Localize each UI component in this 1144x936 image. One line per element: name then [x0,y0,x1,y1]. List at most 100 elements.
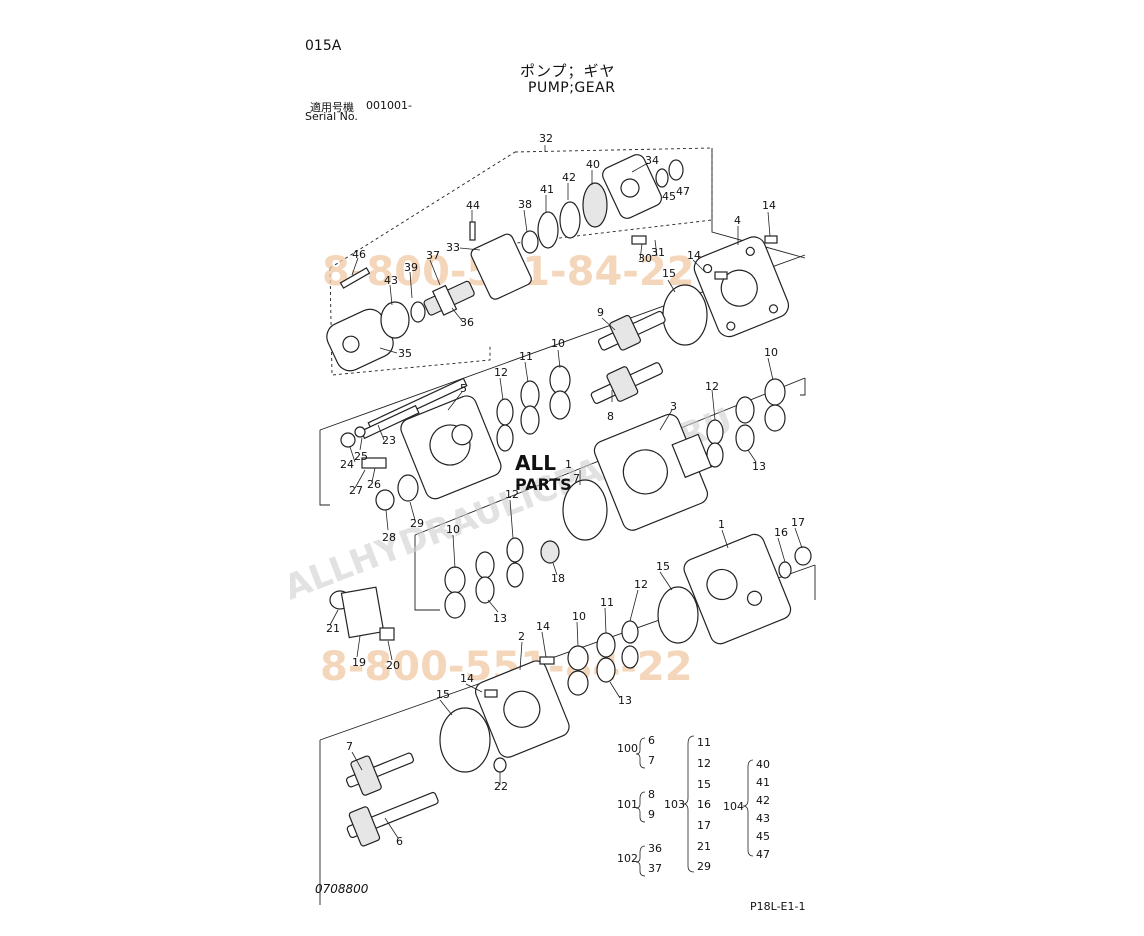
group-104-id: 104 [723,800,744,813]
bottom-assembly-parts [345,620,639,847]
group-104-item: 47 [756,848,770,861]
callout-20: 20 [386,659,400,672]
callout-6: 6 [396,835,403,848]
callout-7-lower: 7 [346,740,353,753]
callout-33: 33 [446,241,460,254]
watermark-logo-bottom: PARTS [515,475,572,494]
callout-25: 25 [354,450,368,463]
rear-cover-part [662,235,790,346]
callout-41: 41 [540,183,554,196]
callout-39: 39 [404,261,418,274]
leader-lines [329,145,803,839]
callout-36: 36 [460,316,474,329]
group-100-item: 7 [648,754,655,767]
document-number: 0708800 [315,882,369,896]
callout-5: 5 [460,382,467,395]
callout-4: 4 [734,214,741,227]
gear-shafts [590,310,666,404]
callout-43: 43 [384,274,398,287]
callout-2: 2 [518,630,525,643]
callout-21: 21 [326,622,340,635]
callout-10-right: 10 [764,346,778,359]
callout-12-right: 12 [705,380,719,393]
callout-23: 23 [382,434,396,447]
group-103-item: 29 [697,860,711,873]
group-104-item: 45 [756,830,770,843]
title-japanese: ポンプ；ギヤ [520,62,616,80]
callout-10-bottom: 10 [572,610,586,623]
callout-46: 46 [352,248,366,261]
callout-13-right: 13 [752,460,766,473]
group-table: 100 6 7 101 8 9 102 36 37 103 11 12 15 1… [617,734,770,877]
callout-35: 35 [398,347,412,360]
callout-11-bottom: 11 [600,596,614,609]
callout-31: 31 [651,246,665,259]
callout-14-top: 14 [762,199,776,212]
callout-15-top: 15 [662,267,676,280]
group-102-id: 102 [617,852,638,865]
callout-44: 44 [466,199,480,212]
callout-15-bottom: 15 [436,688,450,701]
group-103-item: 11 [697,736,711,749]
group-104-item: 41 [756,776,770,789]
callout-22: 22 [494,780,508,793]
callout-28: 28 [382,531,396,544]
title-english: PUMP;GEAR [528,80,616,96]
callout-7-upper: 7 [573,472,580,485]
group-104-item: 42 [756,794,770,807]
watermark-logo-top: ALL [515,451,556,475]
group-100-id: 100 [617,742,638,755]
serial-label-english: Serial No. [305,110,358,123]
callout-8: 8 [607,410,614,423]
callout-11-upper: 11 [519,350,533,363]
callout-13-bottom: 13 [618,694,632,707]
callout-17: 17 [791,516,805,529]
callout-42: 42 [562,171,576,184]
group-102-item: 36 [648,842,662,855]
group-103-item: 17 [697,819,711,832]
callout-18: 18 [551,572,565,585]
page-reference: P18L-E1-1 [750,900,806,913]
callout-15-lower: 15 [656,560,670,573]
group-103-id: 103 [664,798,685,811]
callout-45: 45 [662,190,676,203]
center-body-part [562,413,713,541]
callout-3: 3 [670,400,677,413]
callout-14-bottom: 14 [536,620,550,633]
serial-label-japanese: 適用号機 [310,101,354,114]
serial-number-value: 001001- [366,99,412,112]
callout-40: 40 [586,158,600,171]
group-101-item: 9 [648,808,655,821]
callout-26: 26 [367,478,381,491]
callout-1-upper: 1 [565,458,572,471]
callout-1-lower: 1 [718,518,725,531]
front-body-part [340,377,502,511]
callout-9: 9 [597,306,604,319]
callout-12-bottom: 12 [634,578,648,591]
group-103-item: 15 [697,778,711,791]
callout-29: 29 [410,517,424,530]
group-103-item: 16 [697,798,711,811]
callout-34: 34 [645,154,659,167]
callout-10-lower: 10 [446,523,460,536]
callout-12-lower: 12 [505,488,519,501]
front-cover-part [657,533,812,645]
callout-24: 24 [340,458,354,471]
group-100-item: 6 [648,734,655,747]
callout-12-upper: 12 [494,366,508,379]
seal-rings-lower [329,537,560,641]
group-104-item: 40 [756,758,770,771]
group-102-item: 37 [648,862,662,875]
group-103-item: 12 [697,757,711,770]
group-103-item: 21 [697,840,711,853]
callout-37: 37 [426,249,440,262]
callout-14-mid: 14 [687,249,701,262]
callout-32: 32 [539,132,553,145]
page-code: 015A [305,38,342,54]
callout-38: 38 [518,198,532,211]
top-assembly-parts [326,154,684,372]
callout-13-lower: 13 [493,612,507,625]
callout-47: 47 [676,185,690,198]
callout-19: 19 [352,656,366,669]
